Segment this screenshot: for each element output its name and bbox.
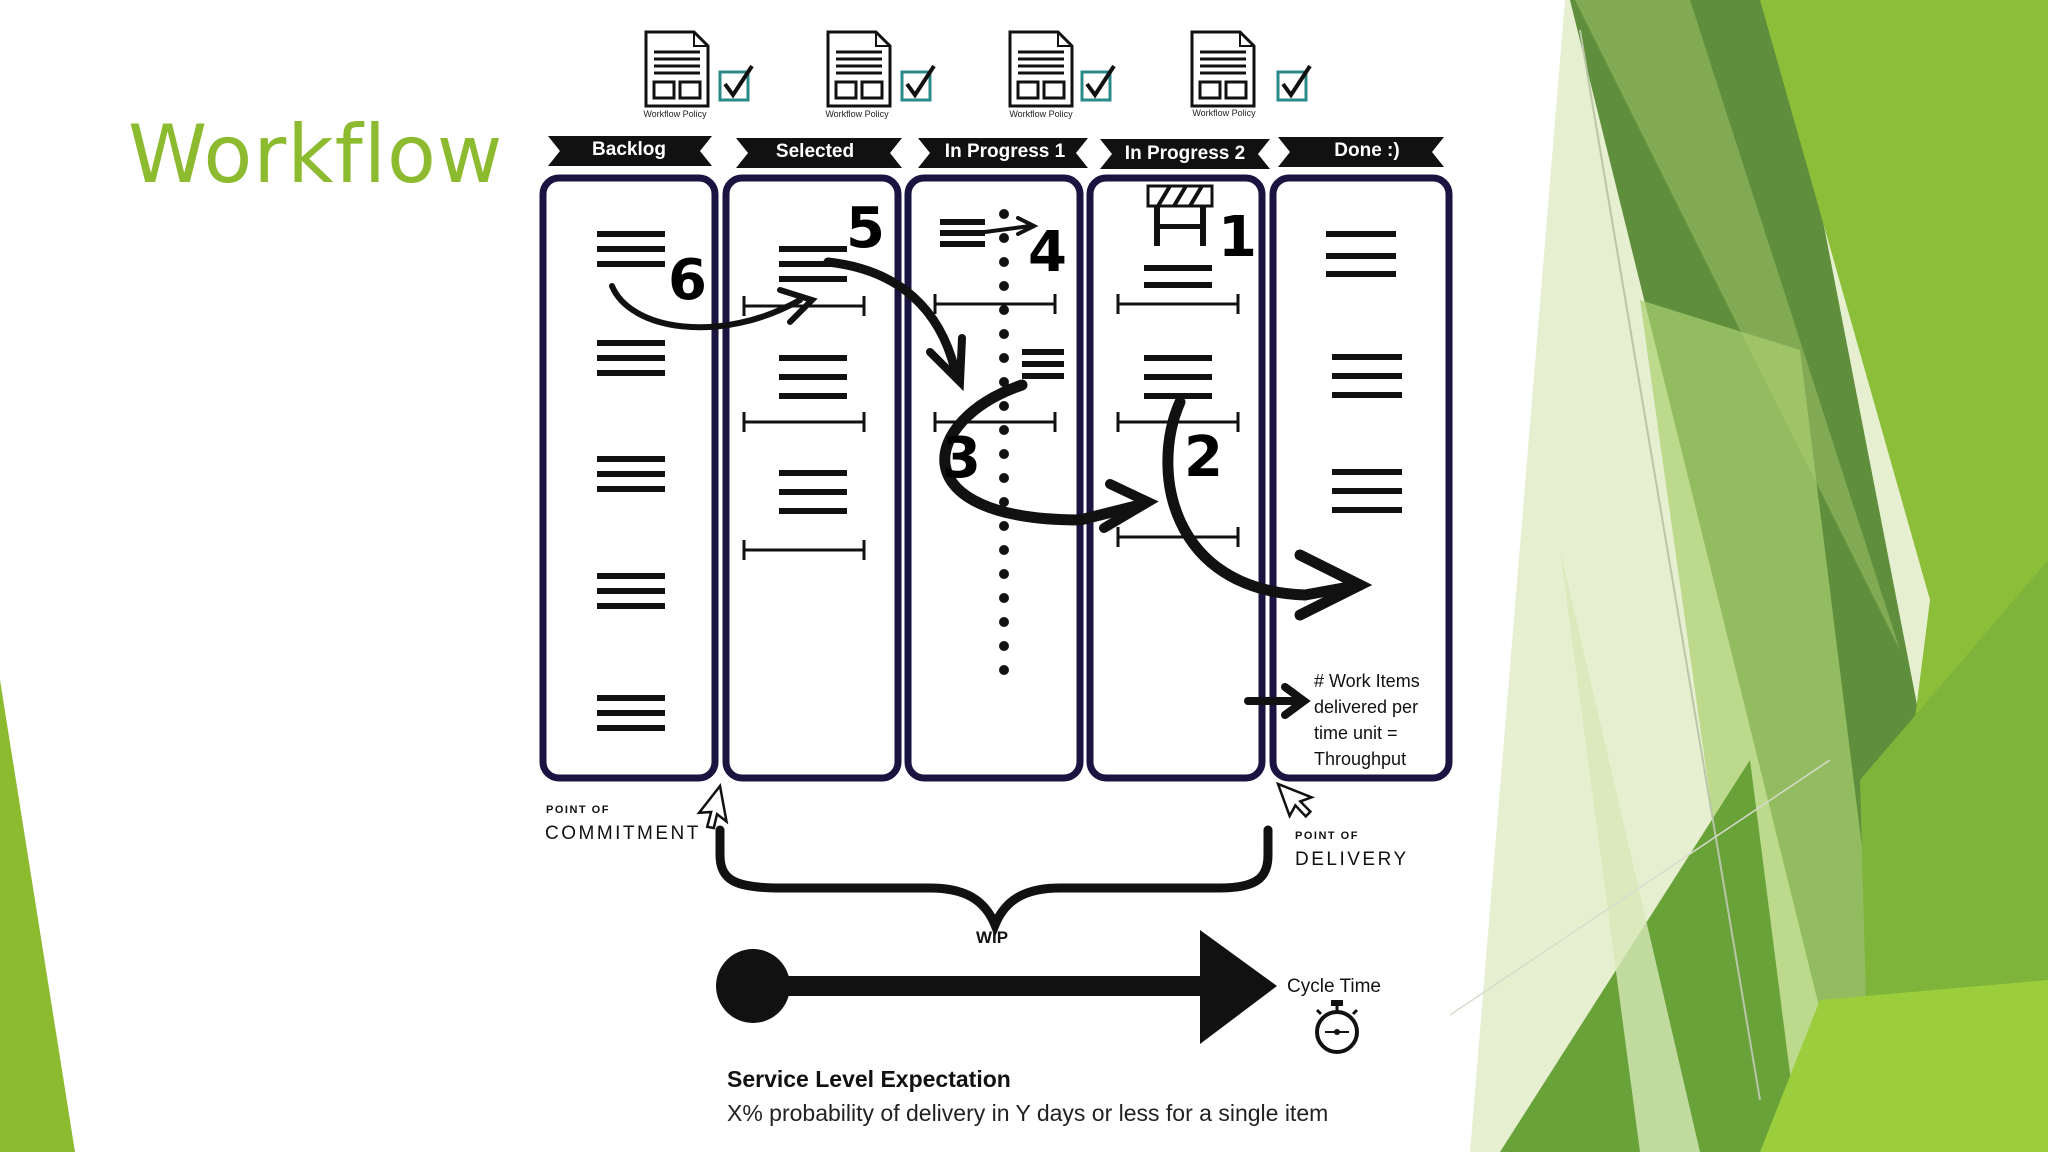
throughput-line-3: time unit = [1314, 723, 1398, 743]
work-item-selected-3 [779, 470, 847, 514]
arrow-3-head [1099, 479, 1159, 533]
dotted-divider [999, 209, 1009, 675]
flow-arrows [609, 216, 1373, 719]
arrow-5 [823, 257, 960, 375]
blocker-barrier-icon [1146, 184, 1214, 246]
policy-doc-3 [1008, 30, 1074, 108]
delivery-small-label: POINT OF [1295, 830, 1359, 842]
work-item-progress2-2 [1144, 355, 1212, 399]
throughput-line-2: delivered per [1314, 697, 1419, 717]
column-header-done: Done :) [1334, 140, 1400, 161]
policy-check-1 [718, 64, 754, 102]
slide-title: Workflow [128, 108, 504, 201]
arrow-3 [939, 379, 1146, 526]
work-item-done-3 [1332, 469, 1402, 513]
sle-title: Service Level Expectation [727, 1066, 1011, 1092]
work-item-done-2 [1332, 354, 1402, 398]
arrow-6-head [777, 287, 818, 325]
arrow-4-head [1016, 216, 1039, 236]
policy-label-1: Workflow Policy [643, 109, 707, 119]
step-number-2: 2 [1184, 425, 1223, 490]
policy-check-3 [1080, 64, 1116, 102]
work-item-backlog-3 [597, 456, 665, 492]
cycle-time-arrow [716, 930, 1277, 1044]
work-item-progress1-2 [1022, 349, 1064, 379]
column-header-selected: Selected [775, 141, 855, 162]
arrow-2 [1162, 396, 1366, 601]
arrow-4 [983, 224, 1032, 234]
wip-label: WIP [976, 928, 1009, 947]
policy-doc-4 [1190, 30, 1256, 108]
step-number-5: 5 [846, 196, 885, 261]
sle-text: X% probability of delivery in Y days or … [727, 1100, 1329, 1126]
work-item-done-1 [1326, 231, 1396, 277]
throughput-arrow-head [1281, 683, 1311, 719]
work-item-backlog-4 [597, 573, 665, 609]
header-banners [548, 136, 1444, 169]
work-items [597, 219, 1402, 731]
arrow-6 [609, 283, 803, 331]
throughput-note: # Work Items delivered per time unit = T… [1314, 668, 1454, 772]
step-number-3: 3 [942, 426, 981, 491]
policy-label-3: Workflow Policy [1009, 109, 1073, 119]
commitment-small-label: POINT OF [546, 804, 610, 816]
work-item-progress2-1 [1144, 265, 1212, 288]
step-number-4: 4 [1028, 220, 1067, 285]
step-number-6: 6 [668, 248, 707, 313]
delivery-label: DELIVERY [1295, 849, 1409, 870]
arrow-5-head [926, 334, 966, 392]
column-header-in-progress-2: In Progress 2 [1124, 143, 1246, 164]
cycle-time-label: Cycle Time [1287, 976, 1381, 997]
work-item-selected-2 [779, 355, 847, 399]
work-item-progress1-1 [940, 219, 985, 247]
stopwatch-icon [1315, 1000, 1359, 1054]
delivery-cursor-icon [1275, 781, 1316, 819]
column-header-backlog: Backlog [592, 139, 666, 160]
policy-doc-2 [826, 30, 892, 108]
policy-doc-1 [644, 30, 710, 108]
commitment-cursor-icon [696, 783, 729, 830]
wip-brace [715, 825, 1273, 938]
policy-check-4 [1276, 64, 1312, 102]
work-item-backlog-5 [597, 695, 665, 731]
work-item-backlog-2 [597, 340, 665, 376]
throughput-line-4: Throughput [1314, 749, 1407, 769]
commitment-label: COMMITMENT [545, 823, 701, 844]
work-item-backlog-1 [597, 231, 665, 267]
policy-label-2: Workflow Policy [825, 109, 889, 119]
policy-label-4: Workflow Policy [1192, 108, 1256, 118]
policy-check-2 [900, 64, 936, 102]
arrow-2-head [1294, 549, 1373, 621]
column-header-in-progress-1: In Progress 1 [944, 141, 1066, 162]
throughput-line-1: # Work Items [1314, 671, 1420, 691]
step-number-1: 1 [1218, 205, 1257, 270]
board-columns [539, 174, 1453, 782]
